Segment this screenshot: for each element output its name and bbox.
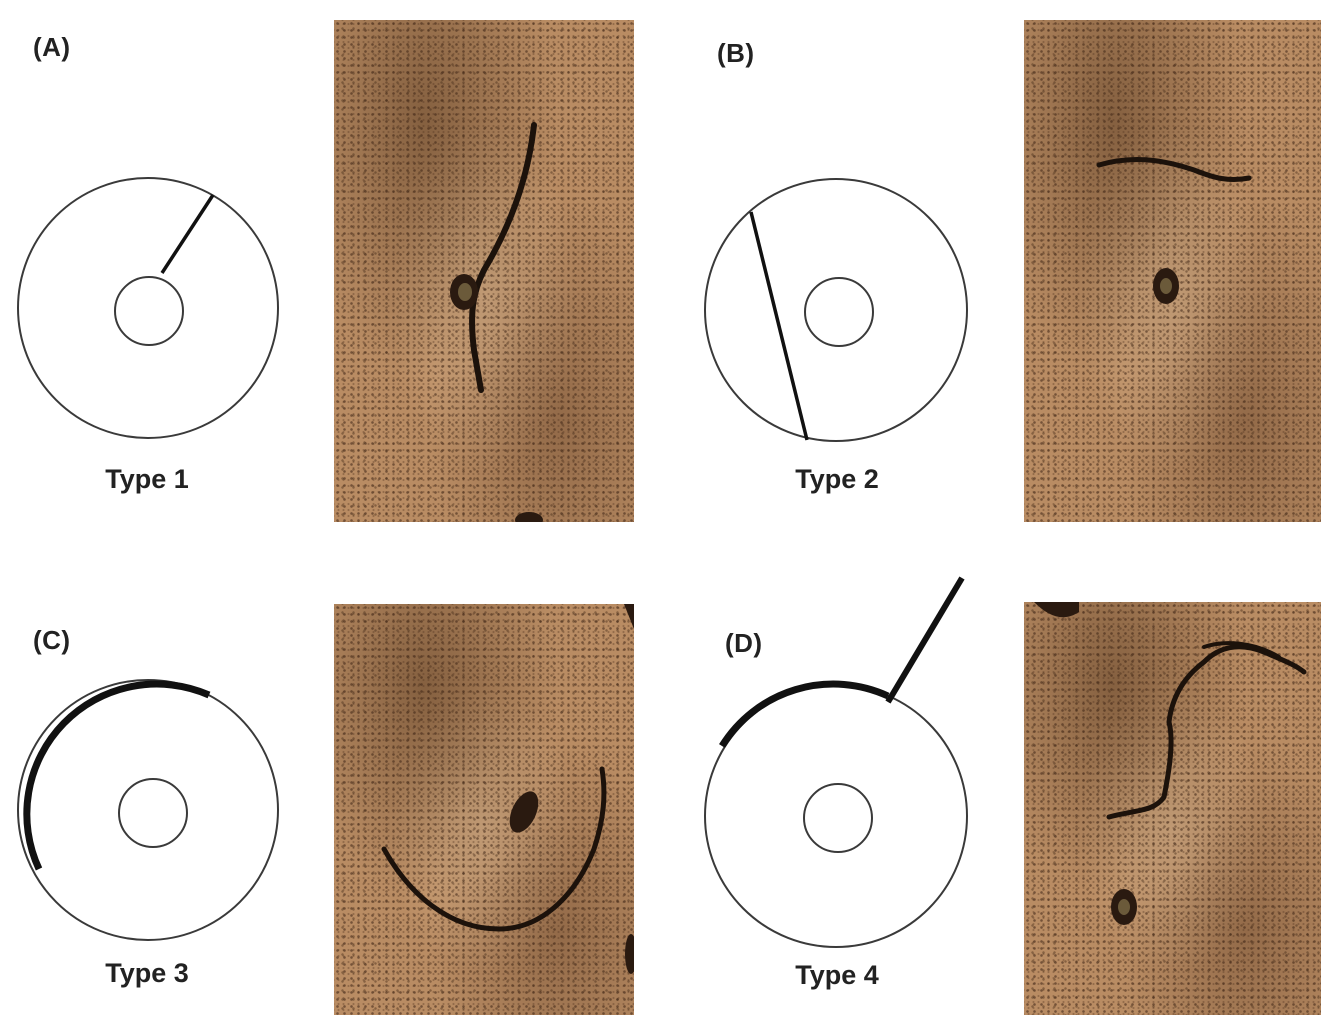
panel-label-a: (A): [33, 32, 71, 63]
type-label-4: Type 4: [737, 960, 937, 991]
radial-crack-extension: [888, 578, 962, 702]
type-label-3: Type 3: [47, 958, 247, 989]
osteon-schematic-type-2: [700, 172, 980, 452]
panel-label-c: (C): [33, 625, 71, 656]
micrograph-a: [334, 20, 634, 522]
haversian-canal: [119, 779, 187, 847]
haversian-canal: [115, 277, 183, 345]
micrograph-b: [1024, 20, 1321, 522]
osteon-schematic-type-4: [700, 540, 980, 960]
micrograph-c: [334, 604, 634, 1015]
type-label-1: Type 1: [47, 464, 247, 495]
haversian-canal: [804, 784, 872, 852]
type-label-2: Type 2: [737, 464, 937, 495]
osteon-schematic-type-3: [10, 672, 290, 952]
osteon-schematic-type-1: [10, 170, 290, 450]
panel-label-b: (B): [717, 38, 755, 69]
micrograph-d: [1024, 602, 1321, 1015]
haversian-canal: [805, 278, 873, 346]
